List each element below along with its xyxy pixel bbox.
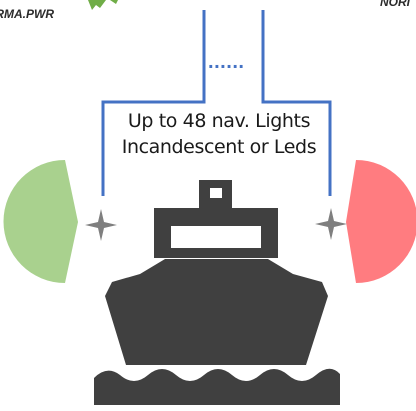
caption-line-2: Incandescent or Leds xyxy=(121,136,317,158)
top-device-fragment-2 xyxy=(110,0,118,4)
ellipsis: ...... xyxy=(208,53,244,72)
left-device-label: ORMA.PWR xyxy=(0,7,54,21)
wire-left xyxy=(101,10,206,196)
right-device-label: NORI xyxy=(380,0,410,9)
ship-windows xyxy=(171,188,261,248)
starboard-light-sector xyxy=(346,160,416,283)
wire-right xyxy=(261,10,332,196)
ship-icon xyxy=(94,180,340,405)
top-device-fragment xyxy=(88,0,106,10)
starboard-nav-light-icon xyxy=(315,208,347,240)
port-light-sector xyxy=(3,160,78,283)
port-nav-light-icon xyxy=(85,209,117,241)
caption-line-1: Up to 48 nav. Lights xyxy=(127,110,311,132)
